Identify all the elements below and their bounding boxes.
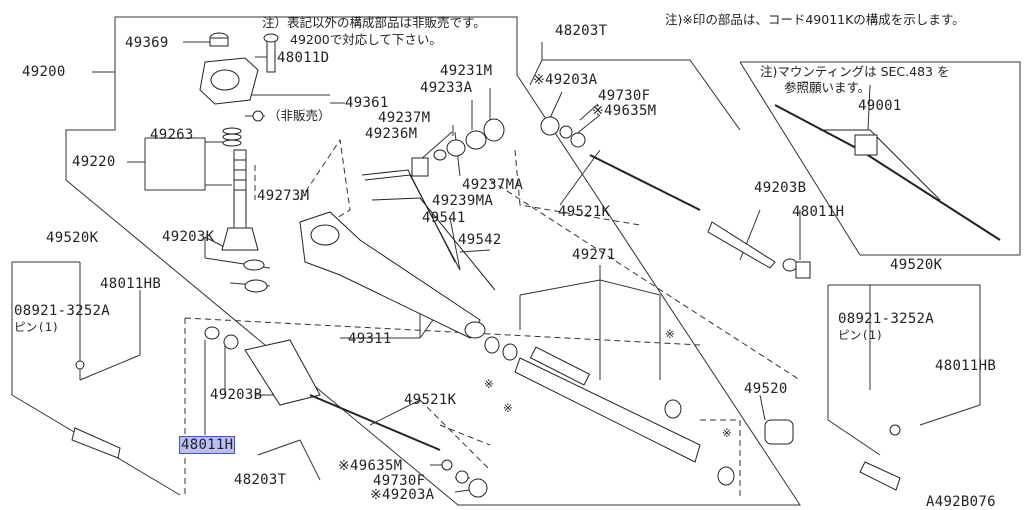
label-pin-left: ピン(1): [14, 320, 60, 334]
label-48011H-selected[interactable]: 48011H: [178, 436, 236, 454]
note-mounting-line-1: 注)マウンティングは SEC.483 を: [760, 64, 950, 79]
label-49203B-top[interactable]: 49203B: [754, 180, 807, 196]
label-49001[interactable]: 49001: [858, 98, 902, 114]
label-49541[interactable]: 49541: [422, 210, 466, 226]
label-49521K-top[interactable]: 49521K: [558, 204, 611, 220]
label-49220[interactable]: 49220: [72, 154, 116, 170]
label-48011D[interactable]: 48011D: [277, 50, 330, 66]
label-08921-3252A-left[interactable]: 08921-3252A: [14, 303, 111, 319]
label-49231M[interactable]: 49231M: [440, 63, 493, 79]
diagram-code: A492B076: [926, 494, 996, 510]
label-49233A[interactable]: 49233A: [420, 80, 473, 96]
note-not-for-sale: （非販売）: [268, 108, 331, 123]
label-49730F-top[interactable]: 49730F: [598, 88, 651, 104]
label-49521K-bottom[interactable]: 49521K: [404, 392, 457, 408]
label-49237M[interactable]: 49237M: [378, 110, 431, 126]
label-49237MA[interactable]: 49237MA: [462, 177, 524, 193]
label-08921-3252A-right[interactable]: 08921-3252A: [838, 311, 935, 327]
label-49635M-bottom[interactable]: ※49635M: [338, 458, 403, 474]
label-48011H-top[interactable]: 48011H: [792, 204, 845, 220]
label-48203T-bottom[interactable]: 48203T: [234, 472, 287, 488]
label-49203A-top[interactable]: ※49203A: [533, 72, 598, 88]
note-star-parts: 注)※印の部品は、コード49011Kの構成を示します。: [665, 12, 965, 27]
label-48011HB-left[interactable]: 48011HB: [100, 276, 162, 292]
label-49271[interactable]: 49271: [572, 247, 616, 263]
label-49542[interactable]: 49542: [458, 232, 502, 248]
note-not-sold-line-2: 49200で対応して下さい。: [290, 32, 442, 47]
label-49369[interactable]: 49369: [125, 35, 169, 51]
label-49730F-bottom[interactable]: 49730F: [373, 473, 426, 489]
label-49236M[interactable]: 49236M: [365, 126, 418, 142]
label-48011HB-right[interactable]: 48011HB: [935, 358, 997, 374]
label-49203B-bottom[interactable]: 49203B: [210, 387, 263, 403]
label-49361[interactable]: 49361: [345, 95, 389, 111]
label-49200[interactable]: 49200: [22, 64, 66, 80]
label-49263[interactable]: 49263: [150, 127, 194, 143]
note-mounting-line-2: 参照願います。: [784, 80, 871, 95]
star-mark-2: ※: [484, 377, 494, 391]
label-pin-right: ピン(1): [838, 328, 884, 342]
star-mark-3: ※: [503, 401, 513, 415]
label-49239MA[interactable]: 49239MA: [432, 193, 494, 209]
label-48203T-top[interactable]: 48203T: [555, 23, 608, 39]
star-mark-4: ※: [722, 426, 732, 440]
label-49520[interactable]: 49520: [744, 381, 788, 397]
label-49203K[interactable]: 49203K: [162, 229, 215, 245]
label-49273M[interactable]: 49273M: [257, 188, 310, 204]
star-mark-1: ※: [665, 327, 675, 341]
label-49635M-top[interactable]: ※49635M: [592, 103, 657, 119]
note-not-sold-line-1: 注）表記以外の構成部品は非販売です。: [262, 15, 486, 30]
label-49520K-right[interactable]: 49520K: [890, 257, 943, 273]
label-49520K-left[interactable]: 49520K: [46, 230, 99, 246]
label-49203A-bottom[interactable]: ※49203A: [370, 487, 435, 503]
label-49311[interactable]: 49311: [348, 331, 392, 347]
